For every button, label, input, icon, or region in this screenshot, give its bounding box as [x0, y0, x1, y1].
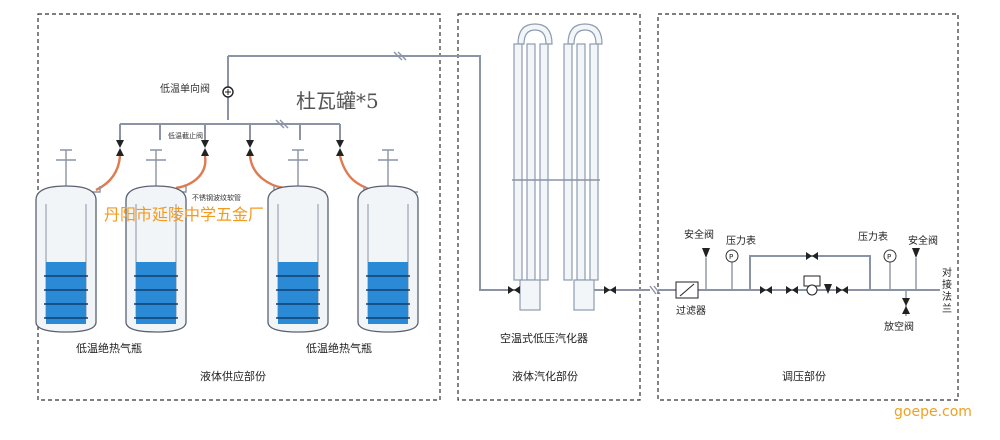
safety-valve-left-icon: [702, 248, 710, 270]
tank-caption-right: 低温绝热气瓶: [306, 341, 372, 355]
stop-valve-label: 低温截止阀: [168, 131, 203, 140]
safety-valve-left-label: 安全阀: [684, 228, 714, 241]
regulation-piping: [649, 255, 940, 316]
svg-text:P: P: [729, 253, 733, 261]
dewar-tank-2: [125, 149, 187, 333]
vaporizer-caption: 空温式低压汽化器: [500, 331, 588, 345]
pressure-gauge-left-label: 压力表: [726, 234, 756, 247]
svg-text:接: 接: [942, 278, 952, 291]
vaporizer-unit: [508, 23, 650, 311]
check-valve-label: 低温单向阀: [160, 82, 210, 95]
vent-valve-label: 放空阀: [884, 320, 914, 333]
filter-icon: [675, 281, 699, 299]
vaporization-frame: [457, 13, 641, 401]
outlet-flange-label: 对 接 法 兰: [942, 266, 952, 315]
tank-count-title: 杜瓦罐*5: [296, 89, 379, 113]
dewar-tank-4: [357, 149, 419, 333]
watermark-text: goepe.com: [894, 404, 972, 420]
dewar-tank-3: [267, 149, 329, 333]
vaporization-section-label: 液体汽化部份: [512, 369, 578, 383]
tank-caption-left: 低温绝热气瓶: [76, 341, 142, 355]
pressure-gauge-left-icon: P: [725, 249, 739, 263]
pressure-gauge-right-icon: P: [883, 249, 897, 263]
check-valve-icon: [222, 86, 234, 98]
liquid-supply-section-label: 液体供应部份: [200, 369, 266, 383]
safety-valve-right-label: 安全阀: [908, 234, 938, 247]
filter-label: 过滤器: [676, 304, 706, 317]
stop-valve-icons: [116, 140, 344, 156]
braided-hoses: [95, 155, 373, 192]
svg-text:P: P: [887, 253, 891, 261]
factory-label: 丹阳市延陵中学五金厂: [104, 205, 264, 224]
vent-valve-icon: [902, 298, 910, 314]
pressure-gauge-right-label: 压力表: [858, 230, 888, 243]
dewar-tank-1: [35, 149, 101, 333]
regulation-frame: [657, 13, 959, 401]
regulator-valves: [760, 252, 848, 296]
safety-valve-right-icon: [912, 248, 920, 270]
regulation-section-label: 调压部份: [782, 369, 826, 383]
svg-text:兰: 兰: [942, 302, 952, 315]
svg-text:对: 对: [942, 266, 952, 279]
svg-text:法: 法: [942, 290, 952, 303]
hose-label: 不锈钢波纹软管: [192, 193, 241, 202]
